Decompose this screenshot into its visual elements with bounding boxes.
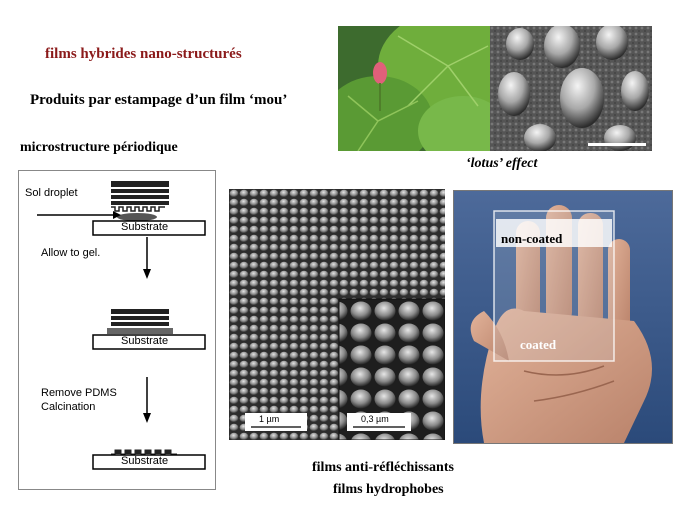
sol-droplet-label: Sol droplet (25, 187, 78, 199)
substrate-box-2 (92, 334, 206, 350)
coated-label: coated (520, 337, 557, 352)
lotus-leaf-photo (338, 26, 490, 151)
stamping-process-diagram: Sol droplet Substrate Allow to gel. Subs… (18, 170, 216, 490)
anti-reflective-caption: films anti-réfléchissants (312, 460, 454, 475)
step1-stamp (111, 181, 169, 221)
lotus-sem-image (490, 26, 652, 151)
non-coated-label: non-coated (501, 231, 563, 246)
nanostructure-sem-image: 1 µm 0,3 µm (229, 189, 445, 440)
hand-glass-photo: non-coated coated (453, 190, 673, 444)
step2-stamp (107, 309, 173, 334)
microstructure-heading: microstructure périodique (20, 140, 178, 155)
lotus-effect-caption: ‘lotus’ effect (466, 156, 538, 171)
hydrophobic-caption: films hydrophobes (333, 482, 444, 497)
substrate-label-3: Substrate (121, 455, 169, 467)
substrate-box-3 (92, 454, 206, 470)
calcination-label: Calcination (41, 401, 96, 413)
remove-pdms-label: Remove PDMS (41, 387, 117, 399)
allow-gel-label: Allow to gel. (41, 247, 101, 259)
scale-bar-1um: 1 µm (259, 414, 280, 424)
substrate-label-1: Substrate (121, 221, 169, 233)
slide-subtitle: Produits par estampage d’un film ‘mou’ (30, 92, 288, 108)
slide-title: films hybrides nano-structurés (45, 46, 242, 62)
scale-bar-03um: 0,3 µm (361, 414, 389, 424)
substrate-box-1 (92, 220, 206, 236)
substrate-label-2: Substrate (121, 335, 169, 347)
